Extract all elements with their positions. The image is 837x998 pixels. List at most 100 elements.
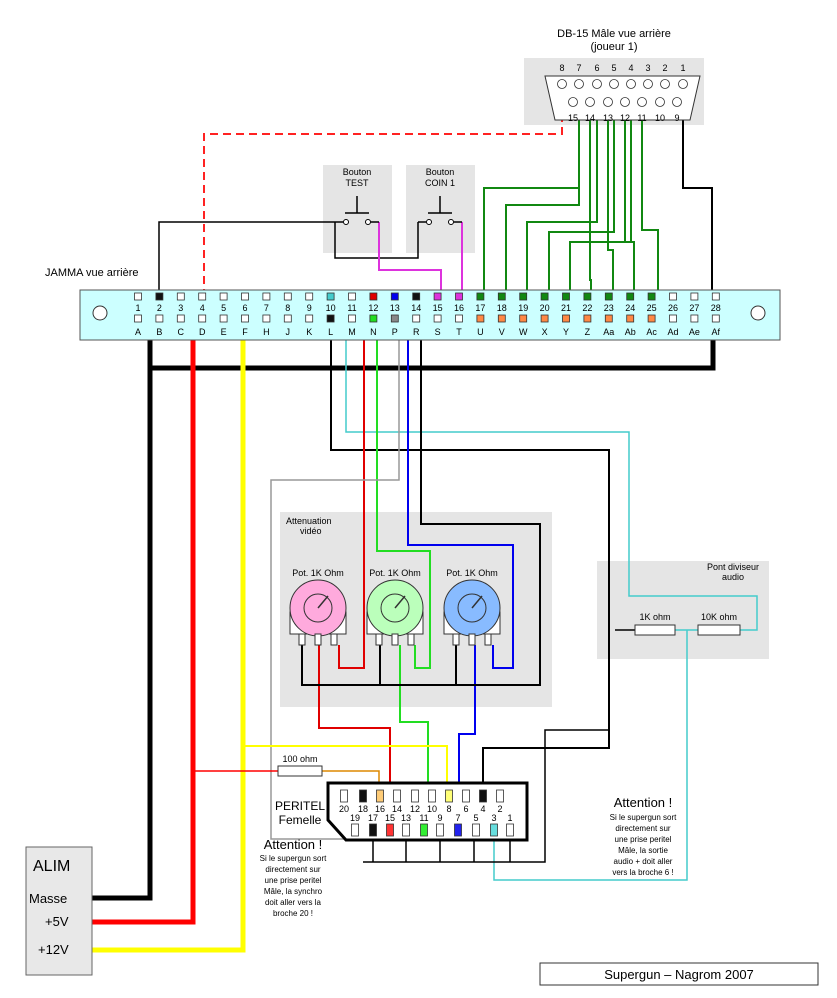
jamma-mount-hole-left bbox=[92, 305, 108, 321]
db15-top-pin-number: 2 bbox=[662, 63, 667, 73]
db15-subtitle: (joueur 1) bbox=[590, 41, 637, 53]
coin-button-contact bbox=[448, 219, 454, 225]
jamma-bottom-pad bbox=[433, 314, 442, 323]
potentiometer-lead bbox=[330, 633, 338, 646]
red-video-out-wire bbox=[318, 645, 391, 830]
resistor-100-label: 100 ohm bbox=[282, 754, 317, 764]
peritel-top-pin-number: 16 bbox=[375, 804, 385, 814]
jamma-top-pad bbox=[390, 292, 399, 301]
jamma-pin-letter: R bbox=[413, 327, 420, 337]
power-5v-label: +5V bbox=[45, 914, 69, 929]
footer-credit: Supergun – Nagrom 2007 bbox=[604, 967, 754, 982]
control-wire-right bbox=[548, 93, 615, 297]
jamma-bottom-pad bbox=[497, 314, 506, 323]
jamma-bottom-pad bbox=[476, 314, 485, 323]
resistor-1k-label: 1K ohm bbox=[639, 612, 670, 622]
peritel-top-pin-number: 12 bbox=[410, 804, 420, 814]
jamma-pin-number: 25 bbox=[647, 303, 657, 313]
attention-left-line: doit aller vers la bbox=[265, 898, 322, 907]
potentiometer-lead bbox=[314, 633, 322, 646]
peritel-bottom-pin-number: 15 bbox=[385, 813, 395, 823]
attention-right-line: Si le supergun sort bbox=[610, 813, 677, 822]
db15-pin bbox=[574, 79, 584, 89]
test-button-label: Bouton bbox=[343, 167, 372, 177]
resistor-10k bbox=[697, 624, 741, 636]
jamma-bottom-pad bbox=[669, 314, 677, 323]
power-supply-title: ALIM bbox=[33, 858, 70, 875]
jamma-bottom-pad bbox=[604, 314, 613, 323]
db15-pin bbox=[626, 79, 636, 89]
jamma-top-pad bbox=[604, 292, 613, 301]
peritel-label: Femelle bbox=[279, 813, 322, 827]
jamma-bottom-pad bbox=[262, 314, 271, 323]
control-wire-button5 bbox=[641, 106, 659, 297]
jamma-pin-number: 6 bbox=[242, 303, 247, 313]
jamma-pin-number: 22 bbox=[582, 303, 592, 313]
video-ground-wire bbox=[330, 320, 610, 789]
coin-button-label: Bouton bbox=[426, 167, 455, 177]
attenuation-title: vidéo bbox=[300, 526, 322, 536]
jamma-top-pad bbox=[305, 292, 314, 301]
jamma-pin-letter: A bbox=[135, 327, 141, 337]
peritel-top-pin bbox=[462, 789, 470, 803]
jamma-connector bbox=[79, 289, 781, 341]
jamma-pin-number: 11 bbox=[347, 303, 356, 313]
peritel-bottom-pin-number: 11 bbox=[419, 813, 428, 823]
resistor-1k bbox=[634, 624, 676, 636]
jamma-pin-number: 9 bbox=[307, 303, 312, 313]
peritel-top-pin bbox=[428, 789, 436, 803]
jamma-pin-number: 20 bbox=[540, 303, 550, 313]
jamma-pin-number: 2 bbox=[157, 303, 162, 313]
attention-right-line: audio + doit aller bbox=[614, 857, 673, 866]
jamma-top-pad bbox=[711, 292, 720, 301]
jamma-pin-letter: C bbox=[178, 327, 185, 337]
potentiometer-lead bbox=[468, 633, 476, 646]
potentiometer-label: Pot. 1K Ohm bbox=[446, 568, 498, 578]
peritel-bottom-pin bbox=[436, 823, 444, 837]
peritel-top-pin bbox=[445, 789, 453, 803]
jamma-top-pad bbox=[412, 292, 421, 301]
jamma-pin-number: 27 bbox=[689, 303, 699, 313]
jamma-top-pad bbox=[669, 292, 677, 301]
resistor-100 bbox=[277, 765, 323, 777]
jamma-pin-letter: Y bbox=[563, 327, 569, 337]
db15-top-pin-number: 3 bbox=[645, 63, 650, 73]
jamma-pin-number: 21 bbox=[561, 303, 571, 313]
jamma-pin-letter: W bbox=[519, 327, 528, 337]
jamma-pin-number: 3 bbox=[178, 303, 183, 313]
peritel-top-pin-number: 14 bbox=[392, 804, 402, 814]
coin-button-label: COIN 1 bbox=[425, 178, 455, 188]
button-ground-link bbox=[334, 222, 419, 259]
db15-pin bbox=[655, 97, 665, 107]
jamma-top-pad bbox=[369, 292, 378, 301]
jamma-bottom-pad bbox=[519, 314, 528, 323]
jamma-pin-number: 15 bbox=[433, 303, 443, 313]
plus12v-peritel-wire bbox=[243, 745, 448, 790]
peritel-top-pin bbox=[340, 789, 348, 803]
jamma-pin-number: 19 bbox=[518, 303, 528, 313]
jamma-pin-letter: S bbox=[435, 327, 441, 337]
peritel-bottom-pin bbox=[490, 823, 498, 837]
peritel-ground-bus bbox=[363, 729, 609, 863]
db15-pin bbox=[557, 79, 567, 89]
jamma-top-pad bbox=[476, 292, 485, 301]
db15-bottom-pin-number: 9 bbox=[674, 113, 679, 123]
jamma-top-pad bbox=[562, 292, 570, 301]
peritel-bottom-pin bbox=[402, 823, 410, 837]
jamma-pin-number: 1 bbox=[135, 303, 140, 313]
peritel-bottom-pin-number: 1 bbox=[507, 813, 512, 823]
jamma-pin-letter: J bbox=[286, 327, 291, 337]
jamma-bottom-pad bbox=[583, 314, 592, 323]
jamma-bottom-pad bbox=[390, 314, 399, 323]
jamma-top-pad bbox=[262, 292, 271, 301]
peritel-top-pin-number: 18 bbox=[358, 804, 368, 814]
red-video-in-wire bbox=[338, 300, 365, 669]
ground-power-wire bbox=[92, 297, 153, 901]
db15-pin bbox=[585, 97, 595, 107]
jamma-pin-letter: D bbox=[199, 327, 206, 337]
jamma-top-pad bbox=[176, 292, 185, 301]
attention-left-line: une prise peritel bbox=[265, 876, 322, 885]
jamma-pin-number: 26 bbox=[668, 303, 678, 313]
control-wire-button1 bbox=[569, 93, 632, 297]
peritel-label: PERITEL bbox=[275, 799, 325, 813]
